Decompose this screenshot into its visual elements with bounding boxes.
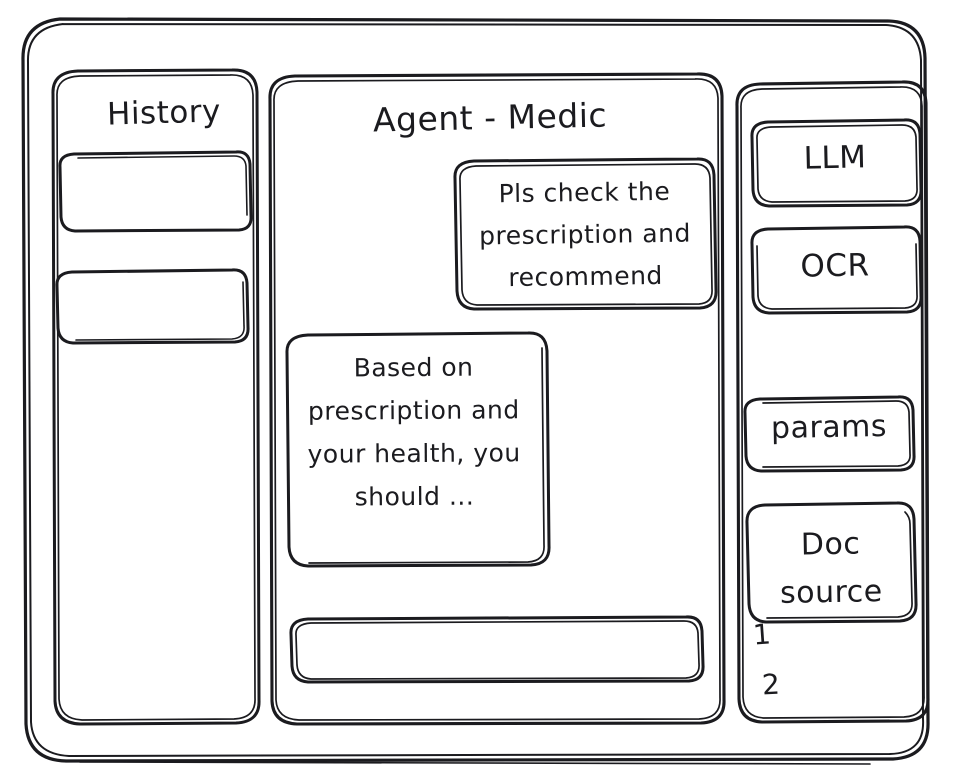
history-item-2-outline <box>55 268 250 345</box>
composer-input-outline <box>289 615 705 684</box>
user-message-bubble-outline <box>453 157 718 311</box>
llm-button-outline <box>750 118 923 208</box>
window-frame-outline <box>21 17 930 765</box>
history-item-1-outline <box>58 150 253 233</box>
agent-message-bubble-outline <box>285 331 551 568</box>
doc-source-button-outline <box>745 501 918 624</box>
sidebar-left <box>53 69 259 724</box>
sidebar-right <box>737 82 928 722</box>
main-panel <box>270 74 724 724</box>
left-sidebar-outline <box>51 68 261 726</box>
params-button-outline <box>743 395 916 473</box>
right-sidebar-outline <box>735 80 930 724</box>
ocr-button-outline <box>750 225 923 315</box>
main-panel-outline <box>268 72 726 726</box>
